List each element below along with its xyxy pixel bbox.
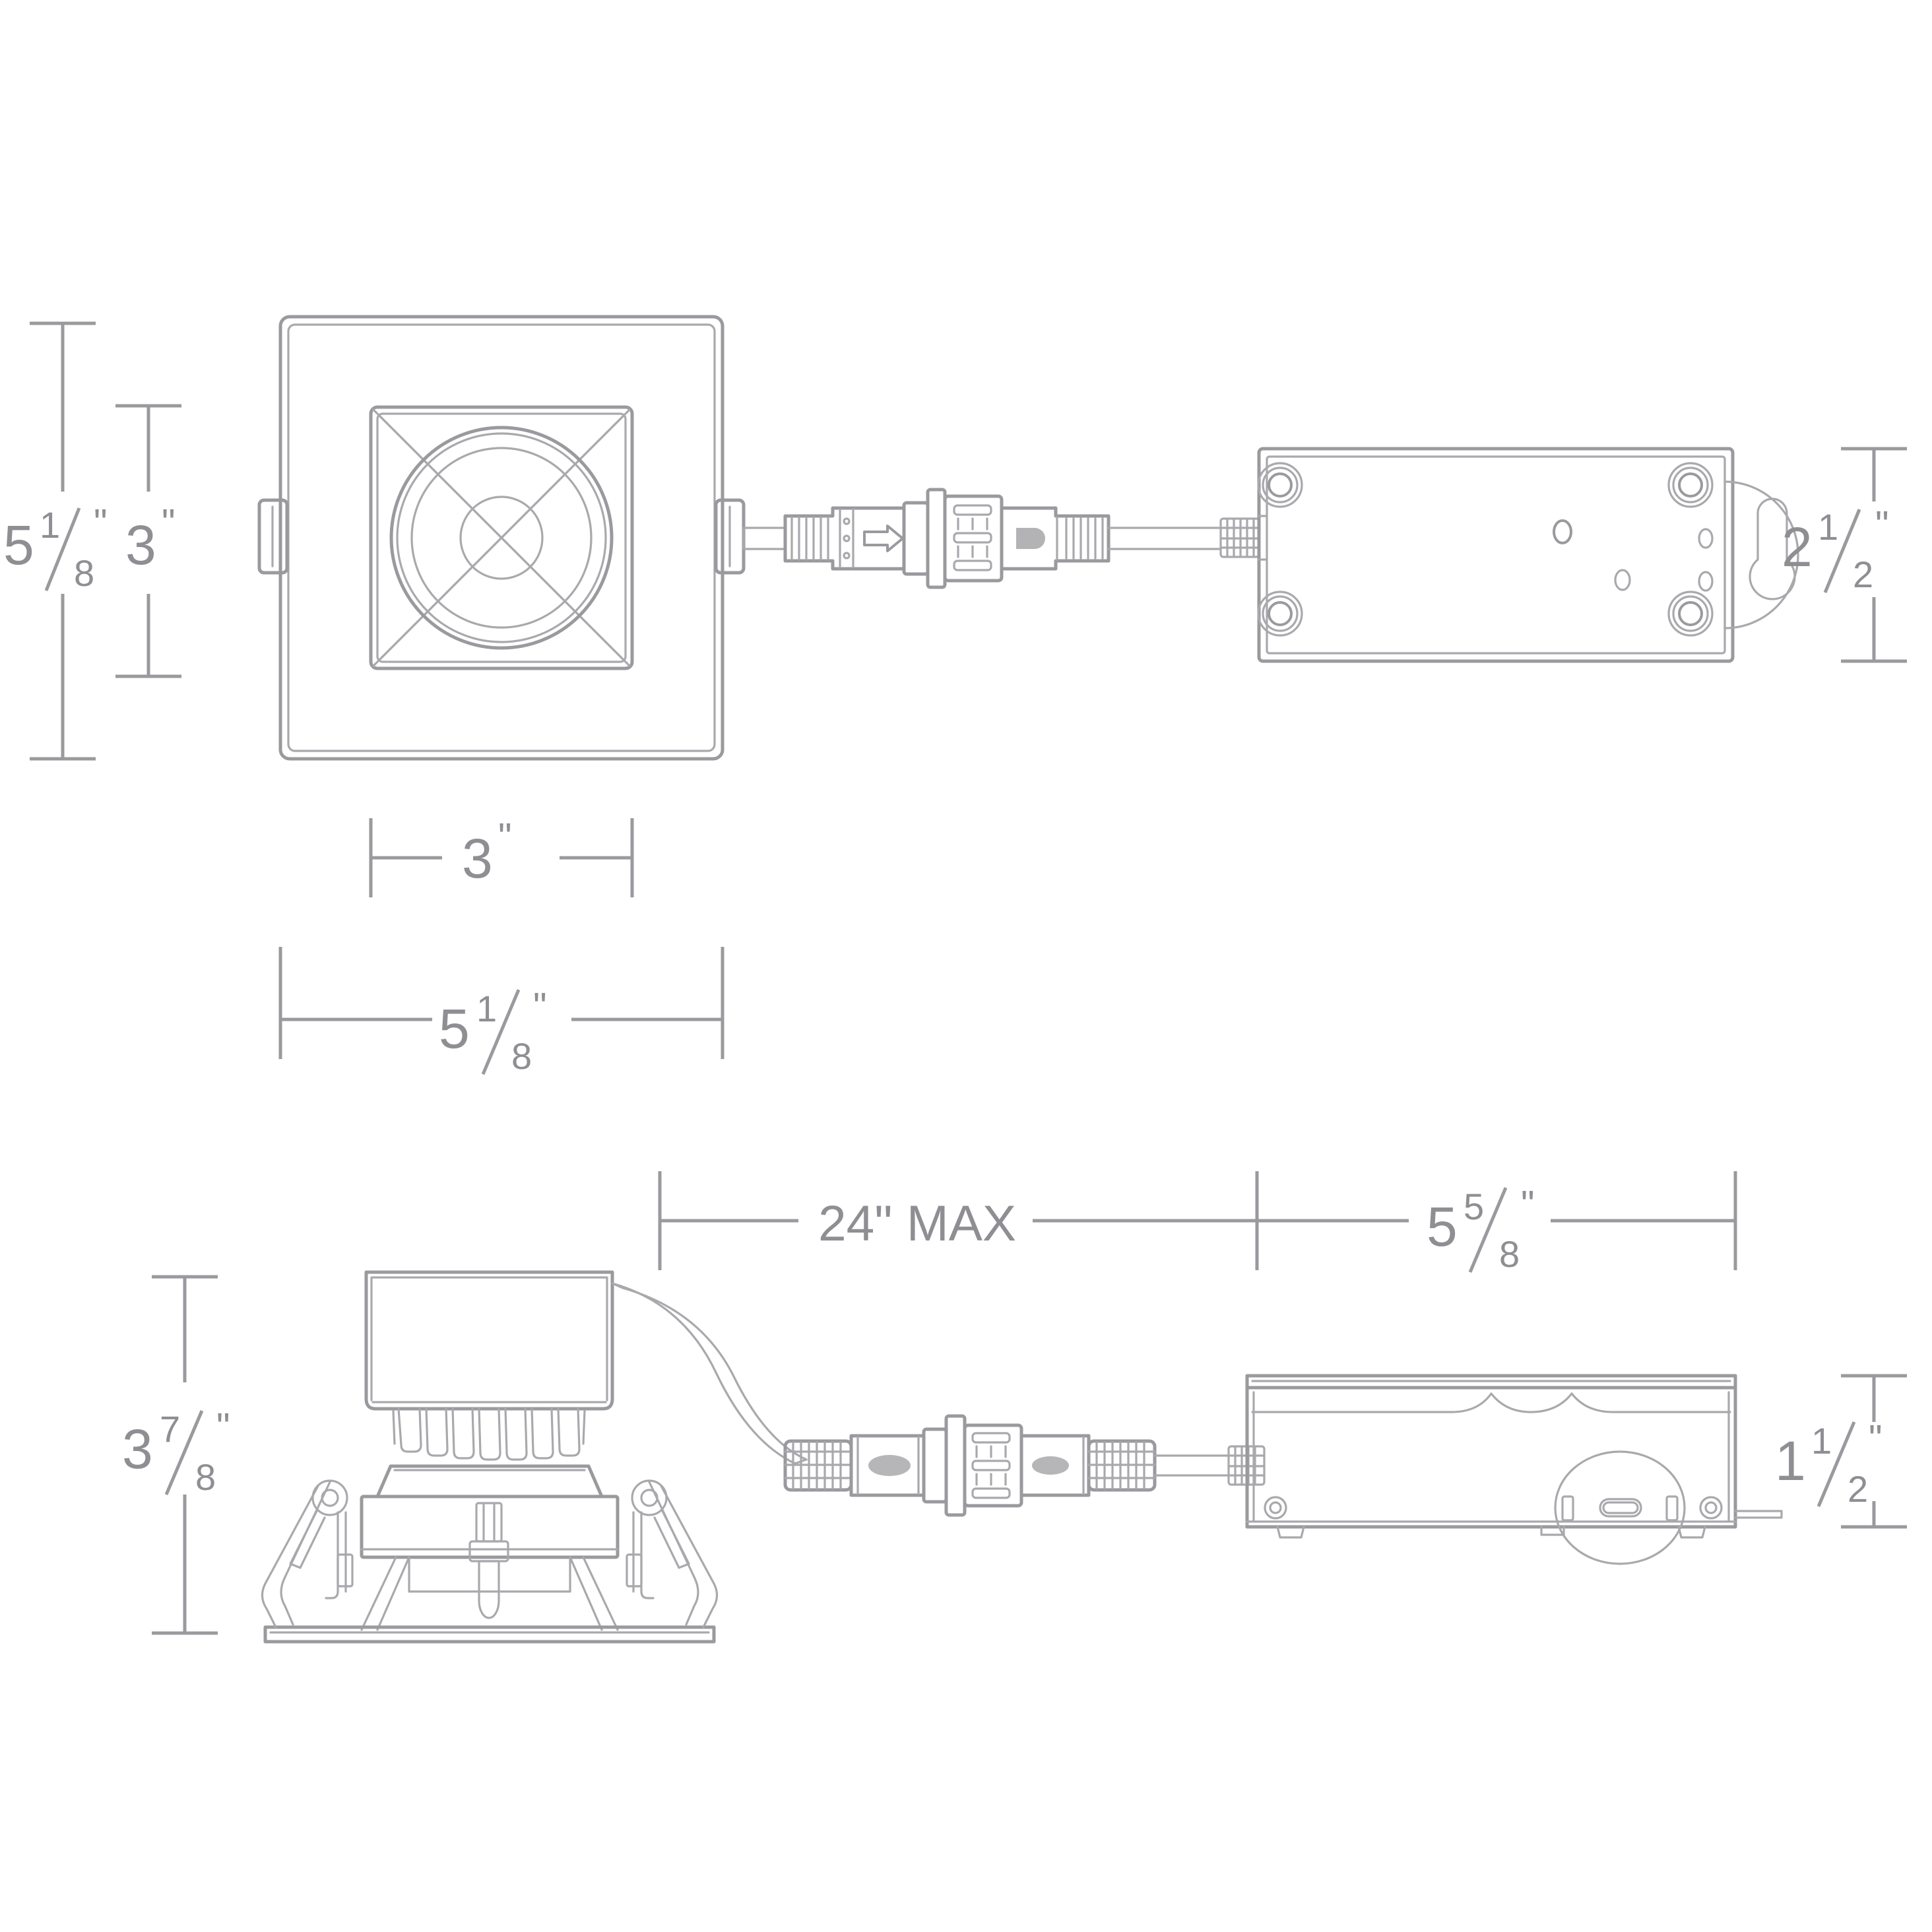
spring-clip-right [626, 1479, 719, 1628]
dim-driver-plan-height [1841, 447, 1907, 663]
dim-driver-height [1841, 1374, 1907, 1529]
square-trim-plan [257, 315, 746, 761]
dim-value-max: 24" MAX [818, 1196, 1016, 1252]
dim-value-den: 8 [74, 552, 94, 594]
dim-label-trim-aperture-width: 3 " [462, 816, 512, 889]
dim-value-den: 8 [511, 1035, 532, 1077]
connector-collar-slots [953, 504, 992, 571]
dim-value-num: 1 [476, 988, 497, 1029]
driver-box-plan [1257, 447, 1799, 663]
dim-value-whole: 1 [1775, 1430, 1806, 1492]
trim-aperture-circles [389, 426, 614, 650]
dim-trim-aperture-height [115, 404, 181, 678]
driver-grommet-br [1667, 591, 1714, 637]
dim-inch-mark: " [162, 501, 176, 544]
cable-connector-to-driver-top [1107, 527, 1222, 550]
reflector-cone [360, 1556, 619, 1631]
driver-grommet-tr [1667, 462, 1714, 508]
connector-ribs-left [790, 516, 829, 561]
dim-inch-mark: " [94, 501, 108, 544]
inline-connector-bottom [783, 1414, 1157, 1517]
trim-diagonals [372, 408, 631, 667]
dim-value-den: 8 [195, 1456, 216, 1498]
dim-value-num: 7 [160, 1408, 180, 1450]
connector-collar-slots-bottom [971, 1432, 1011, 1499]
cable-connector-to-driver-bottom [1153, 1454, 1230, 1477]
dim-label-driver-plan-height: 2 1 2 " [1782, 503, 1889, 595]
connector-direction-arrow [863, 525, 904, 552]
cable-housing-to-connector-bottom [611, 1282, 808, 1465]
connector-ribs-right [1065, 517, 1104, 560]
trim-tab-right [714, 498, 746, 575]
dim-label-driver-height: 1 1 2 " [1775, 1417, 1883, 1510]
heat-sink-fins [392, 1407, 586, 1461]
dim-value-den: 2 [1853, 554, 1873, 595]
dim-housing-height [152, 1275, 218, 1635]
dim-label-housing-height: 3 7 8 " [122, 1405, 230, 1498]
dim-value-den: 8 [1499, 1233, 1520, 1275]
dim-inch-mark: " [216, 1405, 230, 1448]
dim-value-whole: 2 [1782, 516, 1813, 578]
dim-inch-mark: " [533, 985, 547, 1028]
dim-label-trim-overall-height: 5 1 8 " [3, 501, 108, 594]
dim-trim-aperture-width [369, 818, 634, 897]
driver-center-holes [1553, 519, 1714, 592]
dim-trim-overall-height [30, 321, 96, 761]
dim-driver-length [1255, 1171, 1737, 1270]
dim-inch-mark: " [1521, 1183, 1535, 1226]
dim-label-trim-overall-width: 5 1 8 " [439, 985, 547, 1077]
dim-value-whole: 5 [1427, 1196, 1458, 1258]
strain-relief-top [1219, 517, 1260, 558]
center-pin [468, 1502, 509, 1619]
driver-grommet-tl [1257, 462, 1303, 508]
inline-connector-top [783, 488, 1111, 589]
spring-clip-left [261, 1479, 354, 1628]
dim-label-driver-length: 5 5 8 " [1427, 1183, 1535, 1275]
housing-section [261, 1270, 719, 1644]
dim-value-num: 1 [1811, 1420, 1832, 1462]
dim-value-num: 1 [40, 504, 60, 546]
dim-value-num: 5 [1464, 1186, 1484, 1227]
dim-inch-mark: " [1875, 503, 1889, 546]
dim-value-whole: 5 [3, 514, 34, 576]
driver-side-screws [1264, 1496, 1723, 1520]
dim-value-whole: 3 [122, 1418, 153, 1480]
dim-value-whole: 5 [439, 998, 470, 1060]
dim-value-whole: 3 [125, 514, 156, 576]
dim-inch-mark: " [498, 816, 512, 858]
dim-label-lead-length-max: 24" MAX [818, 1196, 1016, 1252]
dim-value-den: 2 [1848, 1468, 1868, 1510]
trim-tab-left [257, 498, 289, 575]
connector-strain-left [783, 1439, 853, 1492]
dim-label-trim-aperture-height: 3 " [125, 501, 176, 576]
driver-box-elevation [1245, 1374, 1783, 1565]
dim-value-whole: 3 [462, 827, 493, 889]
dim-trim-overall-width [278, 947, 724, 1059]
connector-strain-right [1087, 1439, 1157, 1492]
dim-value-num: 1 [1818, 506, 1838, 548]
cable-trim-to-connector-top [742, 527, 787, 550]
driver-grommet-bl [1257, 591, 1303, 637]
driver-knockout-elevation [1554, 1450, 1686, 1565]
driver-keyhole-tab-plan [1723, 480, 1799, 629]
dim-inch-mark: " [1869, 1417, 1883, 1460]
